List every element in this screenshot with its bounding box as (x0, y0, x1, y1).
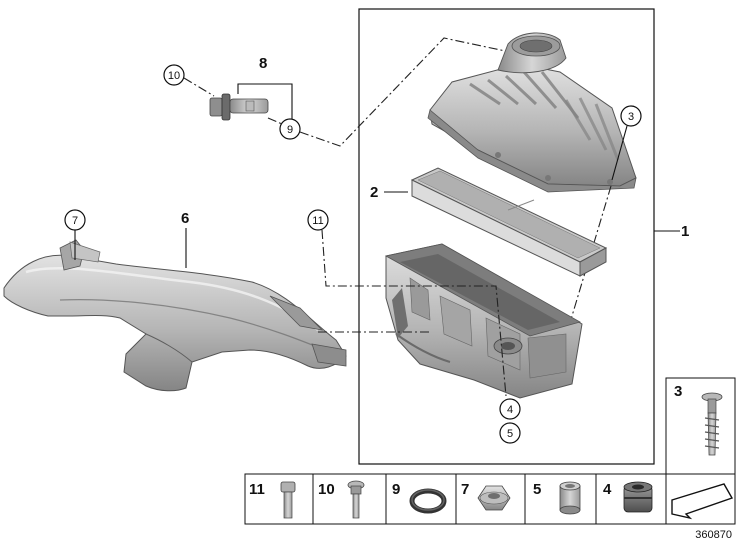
air-filter-housing (384, 243, 583, 399)
orientation-arrow-icon (671, 483, 734, 520)
mass-air-flow-sensor (209, 93, 269, 121)
callout-10-label: 10 (168, 70, 180, 82)
bracket-8 (237, 83, 293, 120)
label-2: 2 (370, 184, 378, 201)
reference-number: 360870 (695, 529, 732, 541)
air-filter-cover (427, 32, 637, 193)
callout-4-label: 4 (507, 404, 513, 416)
leader-3-top (611, 125, 628, 181)
label-8: 8 (259, 55, 267, 72)
legend-label-5: 5 (533, 481, 541, 498)
callout-9 (279, 118, 301, 140)
callout-5 (499, 422, 521, 444)
leader-9 (267, 117, 283, 125)
part-icon-10 (347, 480, 365, 519)
callout-9-label: 9 (287, 124, 293, 136)
legend-label-3: 3 (674, 383, 682, 400)
intake-duct (3, 239, 347, 392)
part-icon-11 (280, 481, 296, 519)
callout-3 (620, 105, 642, 127)
callout-11 (307, 209, 329, 231)
part-icon-5 (559, 481, 581, 515)
label-6: 6 (181, 210, 189, 227)
legend-label-7: 7 (461, 481, 469, 498)
callout-10 (163, 64, 185, 86)
parts-legend (244, 473, 736, 525)
label-1: 1 (681, 223, 689, 240)
legend-label-10: 10 (318, 481, 335, 498)
callout-4 (499, 398, 521, 420)
assembly-frame (358, 8, 655, 465)
callout-5-label: 5 (507, 428, 513, 440)
leader-sensor-to-cover (299, 37, 511, 147)
leader-11 (321, 229, 507, 397)
legend-label-4: 4 (603, 481, 612, 498)
part-icon-9 (409, 488, 447, 514)
callout-3-label: 3 (628, 111, 634, 123)
part-icon-4 (623, 481, 653, 513)
callout-11-label: 11 (312, 215, 323, 227)
leader-10 (183, 77, 215, 97)
callout-7-label: 7 (72, 215, 78, 227)
part-icon-7 (477, 485, 511, 511)
legend-label-9: 9 (392, 481, 400, 498)
legend-label-11: 11 (249, 481, 265, 498)
filter-element (410, 167, 608, 277)
part-icon-3 (701, 392, 723, 456)
